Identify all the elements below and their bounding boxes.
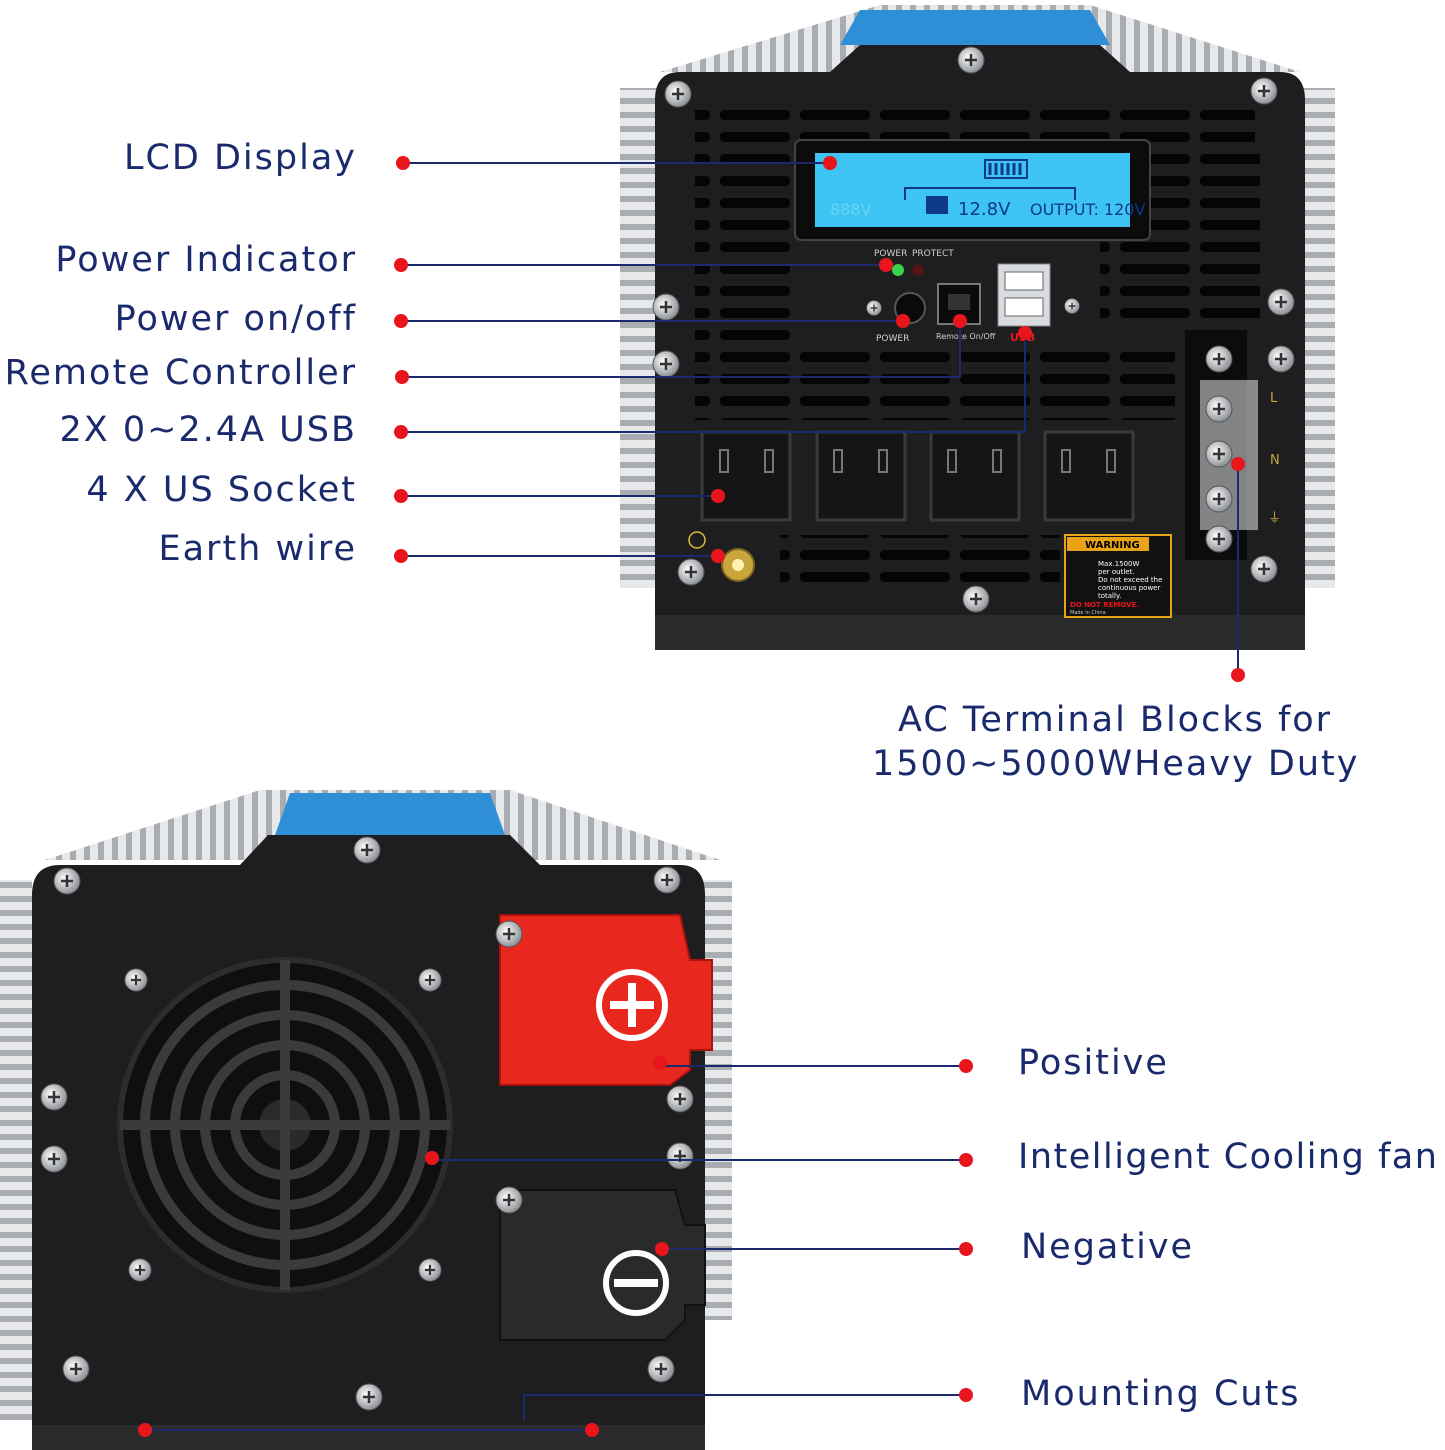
negative-icon xyxy=(603,1250,669,1316)
warning-origin: Made in China xyxy=(1070,610,1106,616)
lcd-output-voltage: OUTPUT: 120V xyxy=(1030,200,1145,219)
cooling-fan xyxy=(117,957,453,1293)
lcd-battery-icon xyxy=(926,196,948,214)
brand-label-top xyxy=(840,10,1110,45)
warning-line: Max.1500W xyxy=(1098,560,1140,568)
callout-dots xyxy=(138,156,1245,1437)
negative-terminal[interactable] xyxy=(499,1189,706,1341)
power-indicator-led xyxy=(892,264,904,276)
rear-device xyxy=(0,790,732,1450)
us-socket[interactable] xyxy=(700,430,792,522)
callout-label-lcd: LCD Display xyxy=(123,138,357,178)
callout-label-negative: Negative xyxy=(1021,1227,1195,1267)
warning-line: Do not exceed the xyxy=(1098,576,1162,584)
left-heat-fins xyxy=(620,88,660,588)
lcd-display xyxy=(815,153,1130,227)
lcd-ghost-digits: 888V xyxy=(830,200,872,219)
callout-lines xyxy=(145,162,1239,1431)
led-power-label: POWER xyxy=(874,249,907,259)
power-button-label: POWER xyxy=(876,334,909,344)
warning-line: continuous power xyxy=(1098,584,1160,592)
front-base xyxy=(655,615,1305,650)
callout-label-remote: Remote Controller xyxy=(4,353,357,393)
positive-icon xyxy=(596,969,668,1041)
warning-label: WARNING Max.1500W per outlet. Do not exc… xyxy=(1064,534,1172,618)
us-socket[interactable] xyxy=(815,430,907,522)
callout-label-earth: Earth wire xyxy=(158,529,357,569)
lcd-battery-voltage: 12.8V xyxy=(958,199,1011,220)
callout-label-power-onoff: Power on/off xyxy=(114,299,357,339)
vent-slots-bottom xyxy=(780,535,1060,590)
vent-slots-middle xyxy=(695,340,1175,420)
callout-label-power-indicator: Power Indicator xyxy=(55,240,357,280)
right-heat-fins xyxy=(1300,88,1335,588)
callout-label-fan: Intelligent Cooling fan xyxy=(1018,1137,1439,1177)
callout-label-usb: 2X 0~2.4A USB xyxy=(59,410,357,450)
callout-label-ac-terminal-line2: 1500~5000WHeavy Duty xyxy=(872,744,1360,784)
led-protect-label: PROTECT xyxy=(912,249,954,259)
front-device: 12.8V OUTPUT: 120V 888V POWER PROTECT PO… xyxy=(620,5,1335,650)
terminal-neutral-mark: N xyxy=(1270,453,1280,468)
rear-base xyxy=(32,1425,705,1450)
warning-line: totally. xyxy=(1098,592,1121,600)
vent-slots-top xyxy=(695,98,1255,142)
terminal-earth-mark: ⏚ xyxy=(1268,511,1281,526)
callout-label-positive: Positive xyxy=(1018,1043,1169,1083)
protect-indicator-led xyxy=(911,263,925,277)
us-socket[interactable] xyxy=(929,430,1021,522)
callout-label-ac-terminal-line1: AC Terminal Blocks for xyxy=(898,700,1333,740)
warning-line: per outlet. xyxy=(1098,568,1135,576)
callout-label-socket: 4 X US Socket xyxy=(86,470,357,510)
us-sockets xyxy=(700,430,1135,522)
warning-title: WARNING xyxy=(1085,540,1140,551)
brand-label-rear xyxy=(275,793,505,835)
remote-port-label: Remote On/Off xyxy=(936,332,996,341)
lcd-battery-level-icon xyxy=(984,159,1028,179)
positive-terminal[interactable] xyxy=(499,914,713,1086)
warning-footer: DO NOT REMOVE. xyxy=(1070,601,1139,609)
rear-left-heat-fins xyxy=(0,880,32,1420)
terminal-live-mark: L xyxy=(1270,391,1278,406)
callout-label-mounting: Mounting Cuts xyxy=(1021,1374,1301,1414)
us-socket[interactable] xyxy=(1043,430,1135,522)
